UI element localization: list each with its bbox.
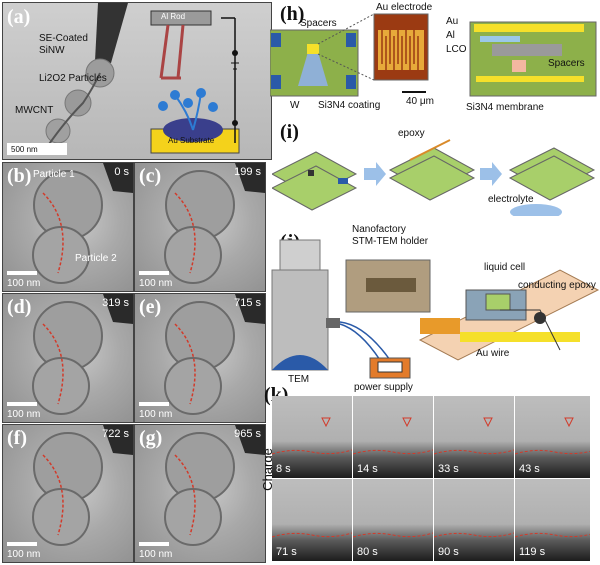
tem-scale-bar (139, 271, 169, 275)
lco-label: LCO (446, 44, 467, 55)
tem-scale-text: 100 nm (7, 549, 41, 560)
k-frame: 119 s (515, 479, 590, 561)
k-frame-overlay (272, 417, 352, 455)
tem-particles (164, 163, 265, 284)
tem-panel: (d) 319 s 100 nm (2, 293, 134, 423)
tem-scale-text: 100 nm (139, 278, 173, 289)
tem-time-label: 722 s (102, 428, 129, 440)
k-frame: 33 s (434, 396, 514, 478)
k-frame-overlay (515, 532, 590, 538)
k-frame-time: 80 s (357, 546, 378, 558)
tem-panel-label: (e) (139, 296, 162, 318)
sinw-label: SE-Coated SiNW (39, 33, 88, 56)
k-frame-time: 14 s (357, 463, 378, 475)
panel-a-drawing (42, 3, 240, 154)
panel-i-drawing (272, 139, 596, 216)
tem-scale-text: 100 nm (7, 278, 41, 289)
al-rod-label: Al Rod (161, 12, 186, 21)
tem-scale-bar (7, 271, 37, 275)
panel-j-drawing (271, 239, 600, 379)
k-frame: 90 s (434, 479, 514, 561)
tem-panel-label: (d) (7, 296, 32, 318)
power-supply-label: power supply (354, 382, 413, 393)
k-frame: 14 s (353, 396, 433, 478)
spacers-label: Spacers (300, 18, 337, 29)
membrane-label: Si3N4 membrane (466, 102, 544, 113)
k-frame-overlay (434, 532, 514, 538)
panel-h-label: (h) (280, 3, 305, 25)
w-label: W (290, 100, 300, 111)
tem-panel-label: (b) (7, 165, 32, 187)
holder-label: Nanofactory STM-TEM holder (352, 224, 429, 247)
k-frame: 8 s (272, 396, 352, 478)
particle-1-label: Particle 1 (33, 169, 75, 180)
tem-scale-bar (139, 542, 169, 546)
si3n4-coating-label: Si3N4 coating (318, 100, 381, 111)
k-frame-overlay (515, 417, 590, 455)
particles-label: Li2O2 Particles (39, 73, 107, 84)
tem-panel: (g) 965 s 100 nm (134, 424, 266, 563)
panel-a-label: (a) (7, 6, 31, 28)
electrolyte-label: electrolyte (488, 194, 534, 205)
tem-time-label: 715 s (234, 297, 261, 309)
spacers-right-label: Spacers (548, 58, 585, 69)
tem-time-label: 319 s (102, 297, 129, 309)
tem-panel: (b) 0 s 100 nm Particle 1 Particle 2 (2, 162, 134, 292)
tem-scale-text: 100 nm (139, 409, 173, 420)
electrode-scale-label: 40 μm (406, 96, 434, 107)
k-frame-time: 43 s (519, 463, 540, 475)
tem-panel: (f) 722 s 100 nm (2, 424, 134, 563)
tem-particles (164, 425, 265, 546)
al-label: Al (446, 30, 455, 41)
panel-a-scale-bar (7, 143, 67, 155)
k-frame-overlay (272, 532, 352, 538)
panel-i-label: (i) (280, 121, 299, 143)
k-frame-time: 71 s (276, 546, 297, 558)
tem-label: TEM (288, 374, 310, 385)
particle-2-label: Particle 2 (75, 253, 117, 264)
tem-scale-text: 100 nm (7, 409, 41, 420)
panel-h-drawing (270, 13, 597, 97)
tem-particles (32, 294, 133, 415)
k-frame-overlay (353, 532, 433, 538)
substrate-label: Au Substrate (168, 136, 215, 145)
tem-panel-label: (g) (139, 427, 163, 449)
k-frame-time: 90 s (438, 546, 459, 558)
tem-particles (32, 425, 133, 546)
tem-scale-bar (7, 542, 37, 546)
tem-scale-text: 100 nm (139, 549, 173, 560)
k-frame-overlay (353, 417, 433, 455)
tem-time-label: 0 s (114, 166, 129, 178)
k-frame-overlay (434, 417, 514, 455)
k-frame-time: 33 s (438, 463, 459, 475)
conducting-epoxy-label: conducting epoxy (518, 280, 596, 291)
tem-scale-bar (139, 402, 169, 406)
panel-a-scale-text: 500 nm (11, 145, 38, 154)
tem-particles (32, 163, 133, 284)
tem-panel-label: (f) (7, 427, 27, 449)
tem-panel-label: (c) (139, 165, 162, 187)
tem-panel: (e) 715 s 100 nm (134, 293, 266, 423)
k-frame-time: 8 s (276, 463, 291, 475)
panel-a-image: (a) Al Rod SE-Coated SiNW Li2O2 Particle… (2, 2, 272, 160)
epoxy-label: epoxy (398, 128, 425, 139)
au-wire-label: Au wire (476, 348, 510, 359)
k-frame: 80 s (353, 479, 433, 561)
liquid-cell-label: liquid cell (484, 262, 526, 273)
k-frame-time: 119 s (519, 546, 546, 558)
tem-scale-bar (7, 402, 37, 406)
tem-panel: (c) 199 s 100 nm (134, 162, 266, 292)
au-label: Au (446, 16, 459, 27)
au-electrode-label: Au electrode (376, 2, 433, 13)
tem-time-label: 199 s (234, 166, 261, 178)
k-frame: 43 s (515, 396, 590, 478)
k-frame: 71 s (272, 479, 352, 561)
mwcnt-label: MWCNT (15, 105, 54, 116)
tem-particles (164, 294, 265, 415)
tem-time-label: 965 s (234, 428, 261, 440)
